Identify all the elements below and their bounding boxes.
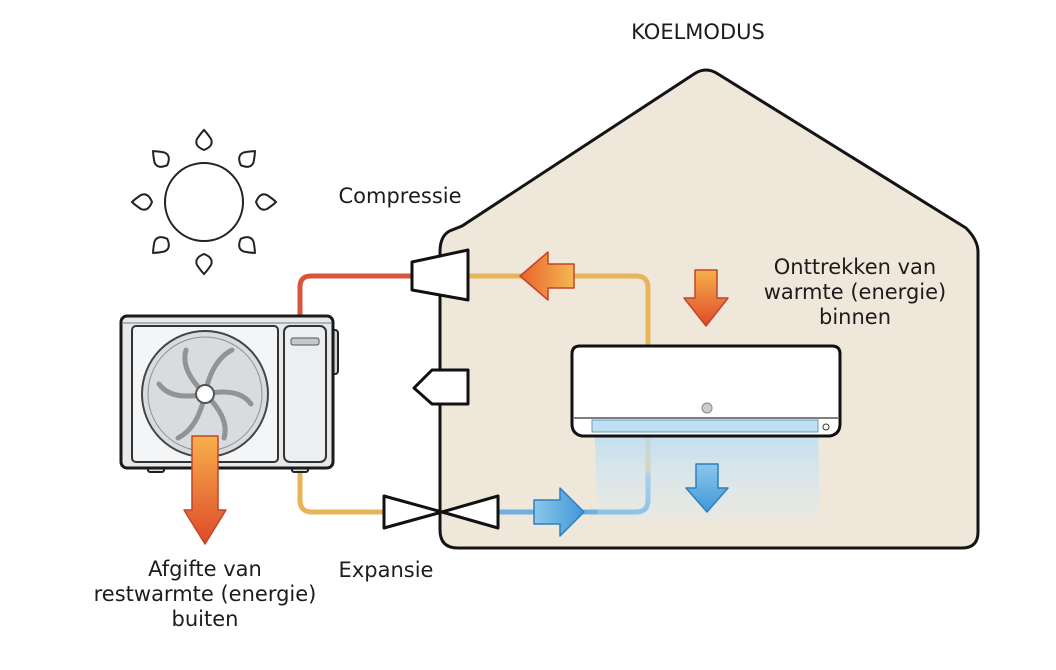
diagram-title: KOELMODUS [631,20,765,44]
expansie-label: Expansie [338,558,434,582]
onttrekken-line-2: warmte (energie) [763,280,947,304]
afgifte-label: Afgifte van restwarmte (energie) buiten [70,557,340,632]
hot-refrigerant-arrow [519,251,575,301]
compressie-label: Compressie [338,184,462,208]
indoor-unit [570,344,842,438]
compressor-icon [410,248,470,302]
heat-release-arrow [183,435,227,545]
sun-icon [131,128,277,275]
hot-pipe-indoor [467,273,651,351]
four-way-valve-icon [412,368,470,406]
heat-extraction-arrow [683,269,729,327]
cold-air-arrow [685,463,729,513]
warm-pipe-outdoor [297,465,389,515]
onttrekken-line-3: binnen [818,305,891,329]
onttrekken-label: Onttrekken van warmte (energie) binnen [740,255,970,330]
afgifte-line-3: buiten [171,607,239,631]
outdoor-unit [119,314,339,473]
expansion-valve-icon [382,494,500,530]
hot-pipe [297,273,421,319]
afgifte-line-1: Afgifte van [148,557,262,581]
cold-refrigerant-arrow [533,487,585,537]
onttrekken-line-1: Onttrekken van [773,255,937,279]
afgifte-line-2: restwarmte (energie) [93,582,317,606]
